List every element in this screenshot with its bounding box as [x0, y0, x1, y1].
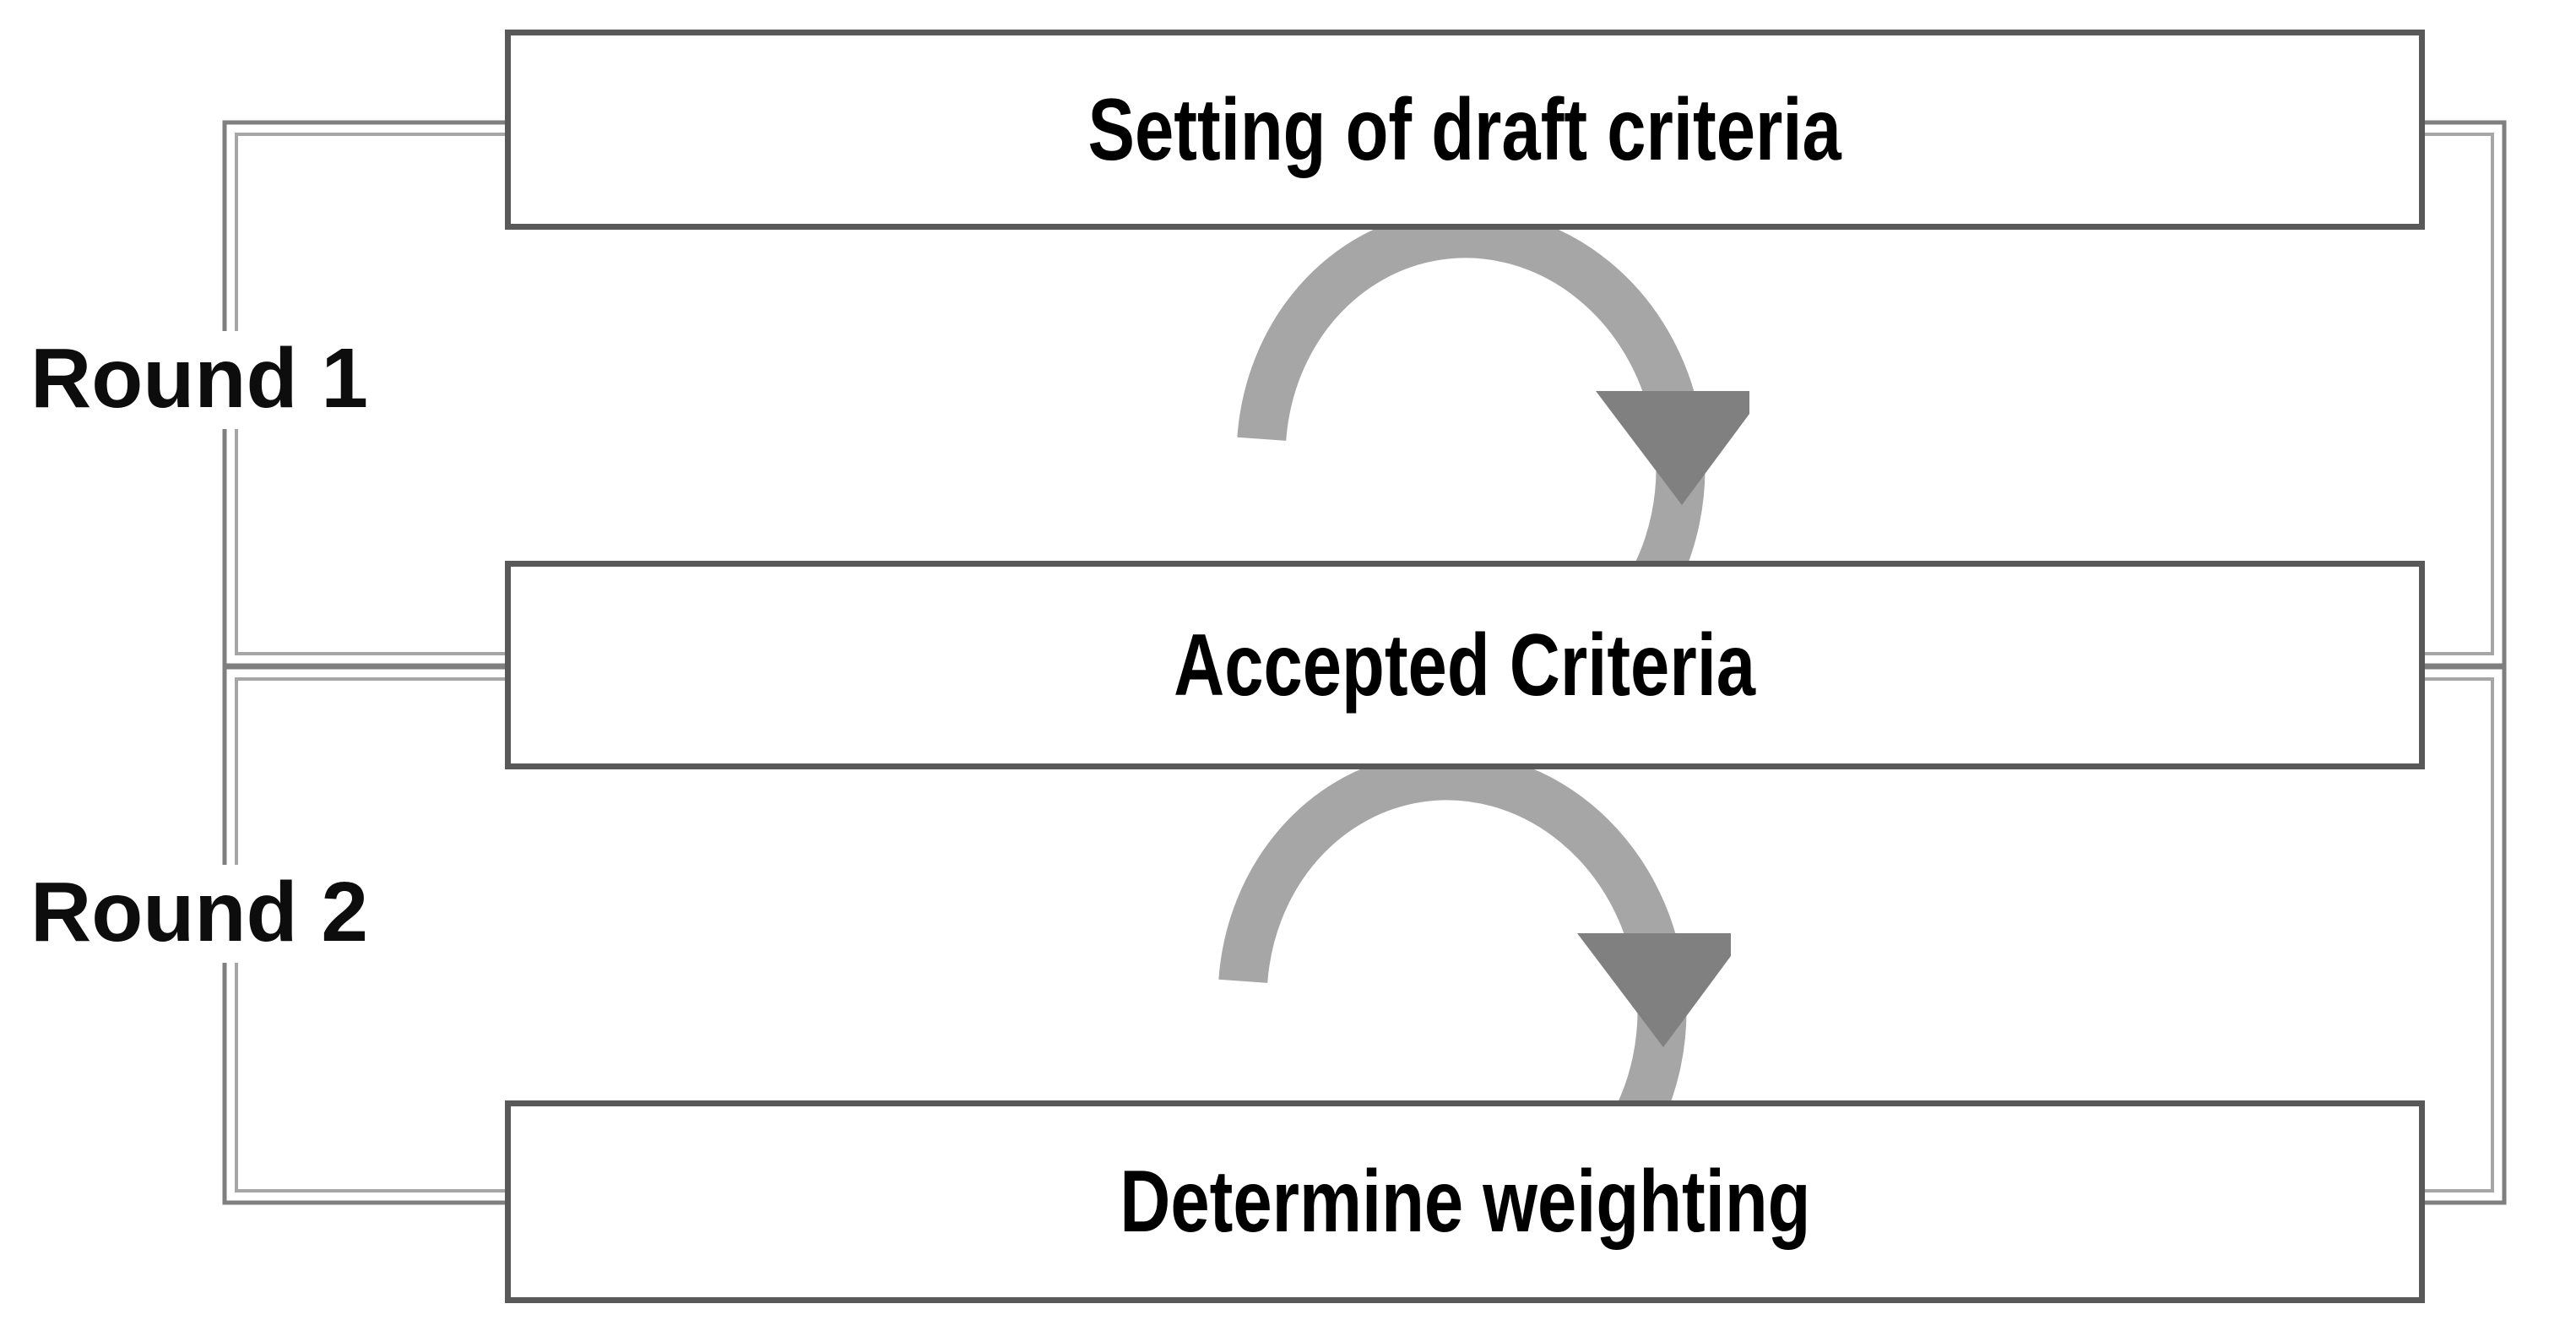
process-box-label: Determine weighting [1119, 1153, 1811, 1251]
round-2-label: Round 2 [30, 865, 368, 959]
process-box-accepted-criteria[interactable]: Accepted Criteria [505, 561, 2425, 769]
bracket-round-2-right [2425, 665, 2507, 1205]
circular-arrow-head [1596, 391, 1749, 505]
process-box-label: Setting of draft criteria [1087, 80, 1842, 179]
circular-arrow-head [1577, 933, 1731, 1047]
round-1-label: Round 1 [30, 331, 368, 426]
process-box-label: Accepted Criteria [1174, 616, 1756, 714]
process-box-setting-of-draft-criteria[interactable]: Setting of draft criteria [505, 30, 2425, 230]
process-box-determine-weighting[interactable]: Determine weighting [505, 1100, 2425, 1303]
bracket-round-1-right [2425, 120, 2507, 668]
